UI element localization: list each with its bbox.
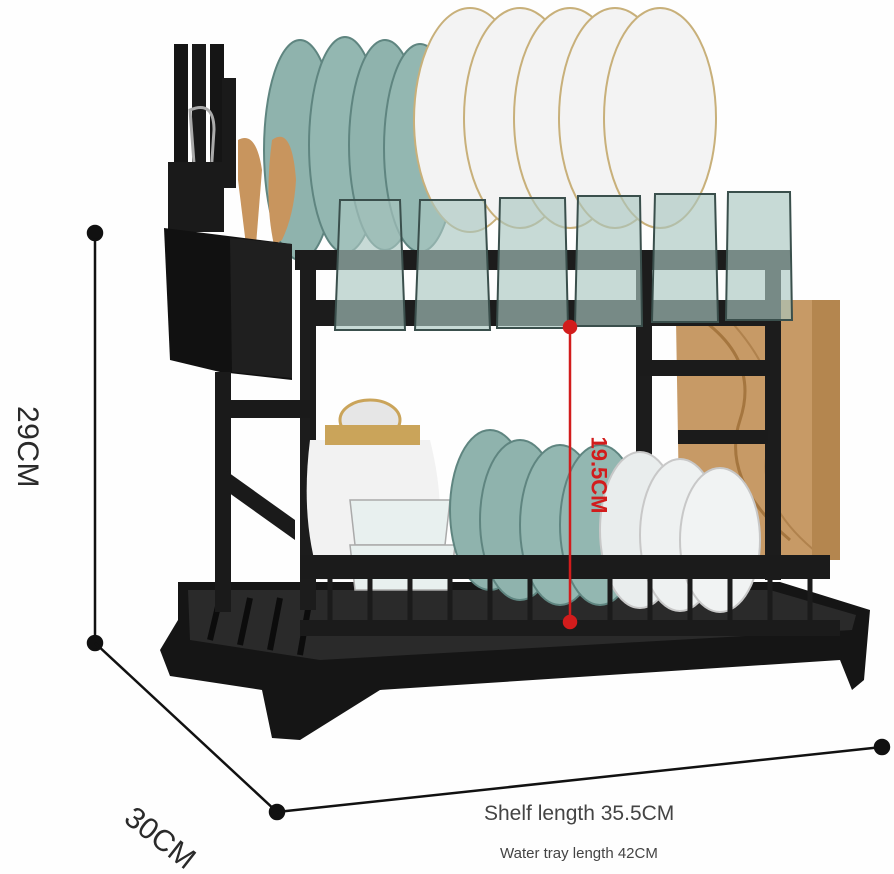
tray-length-label: Water tray length 42CM <box>500 845 658 862</box>
side-frame-left <box>215 372 310 612</box>
tier-gap-dimension-line <box>562 319 578 630</box>
utensil-holder <box>164 44 296 380</box>
shelf-length-label: Shelf length 35.5CM <box>484 802 675 825</box>
bottom-rack <box>300 360 840 636</box>
height-label: 29CM <box>11 405 45 489</box>
water-tray <box>160 582 870 740</box>
height-dimension-line <box>86 224 104 652</box>
top-tier-white-plates <box>413 7 717 233</box>
tier-gap-label: 19.5CM <box>586 436 612 514</box>
length-dimension-line <box>276 738 891 814</box>
glasses <box>333 191 794 331</box>
